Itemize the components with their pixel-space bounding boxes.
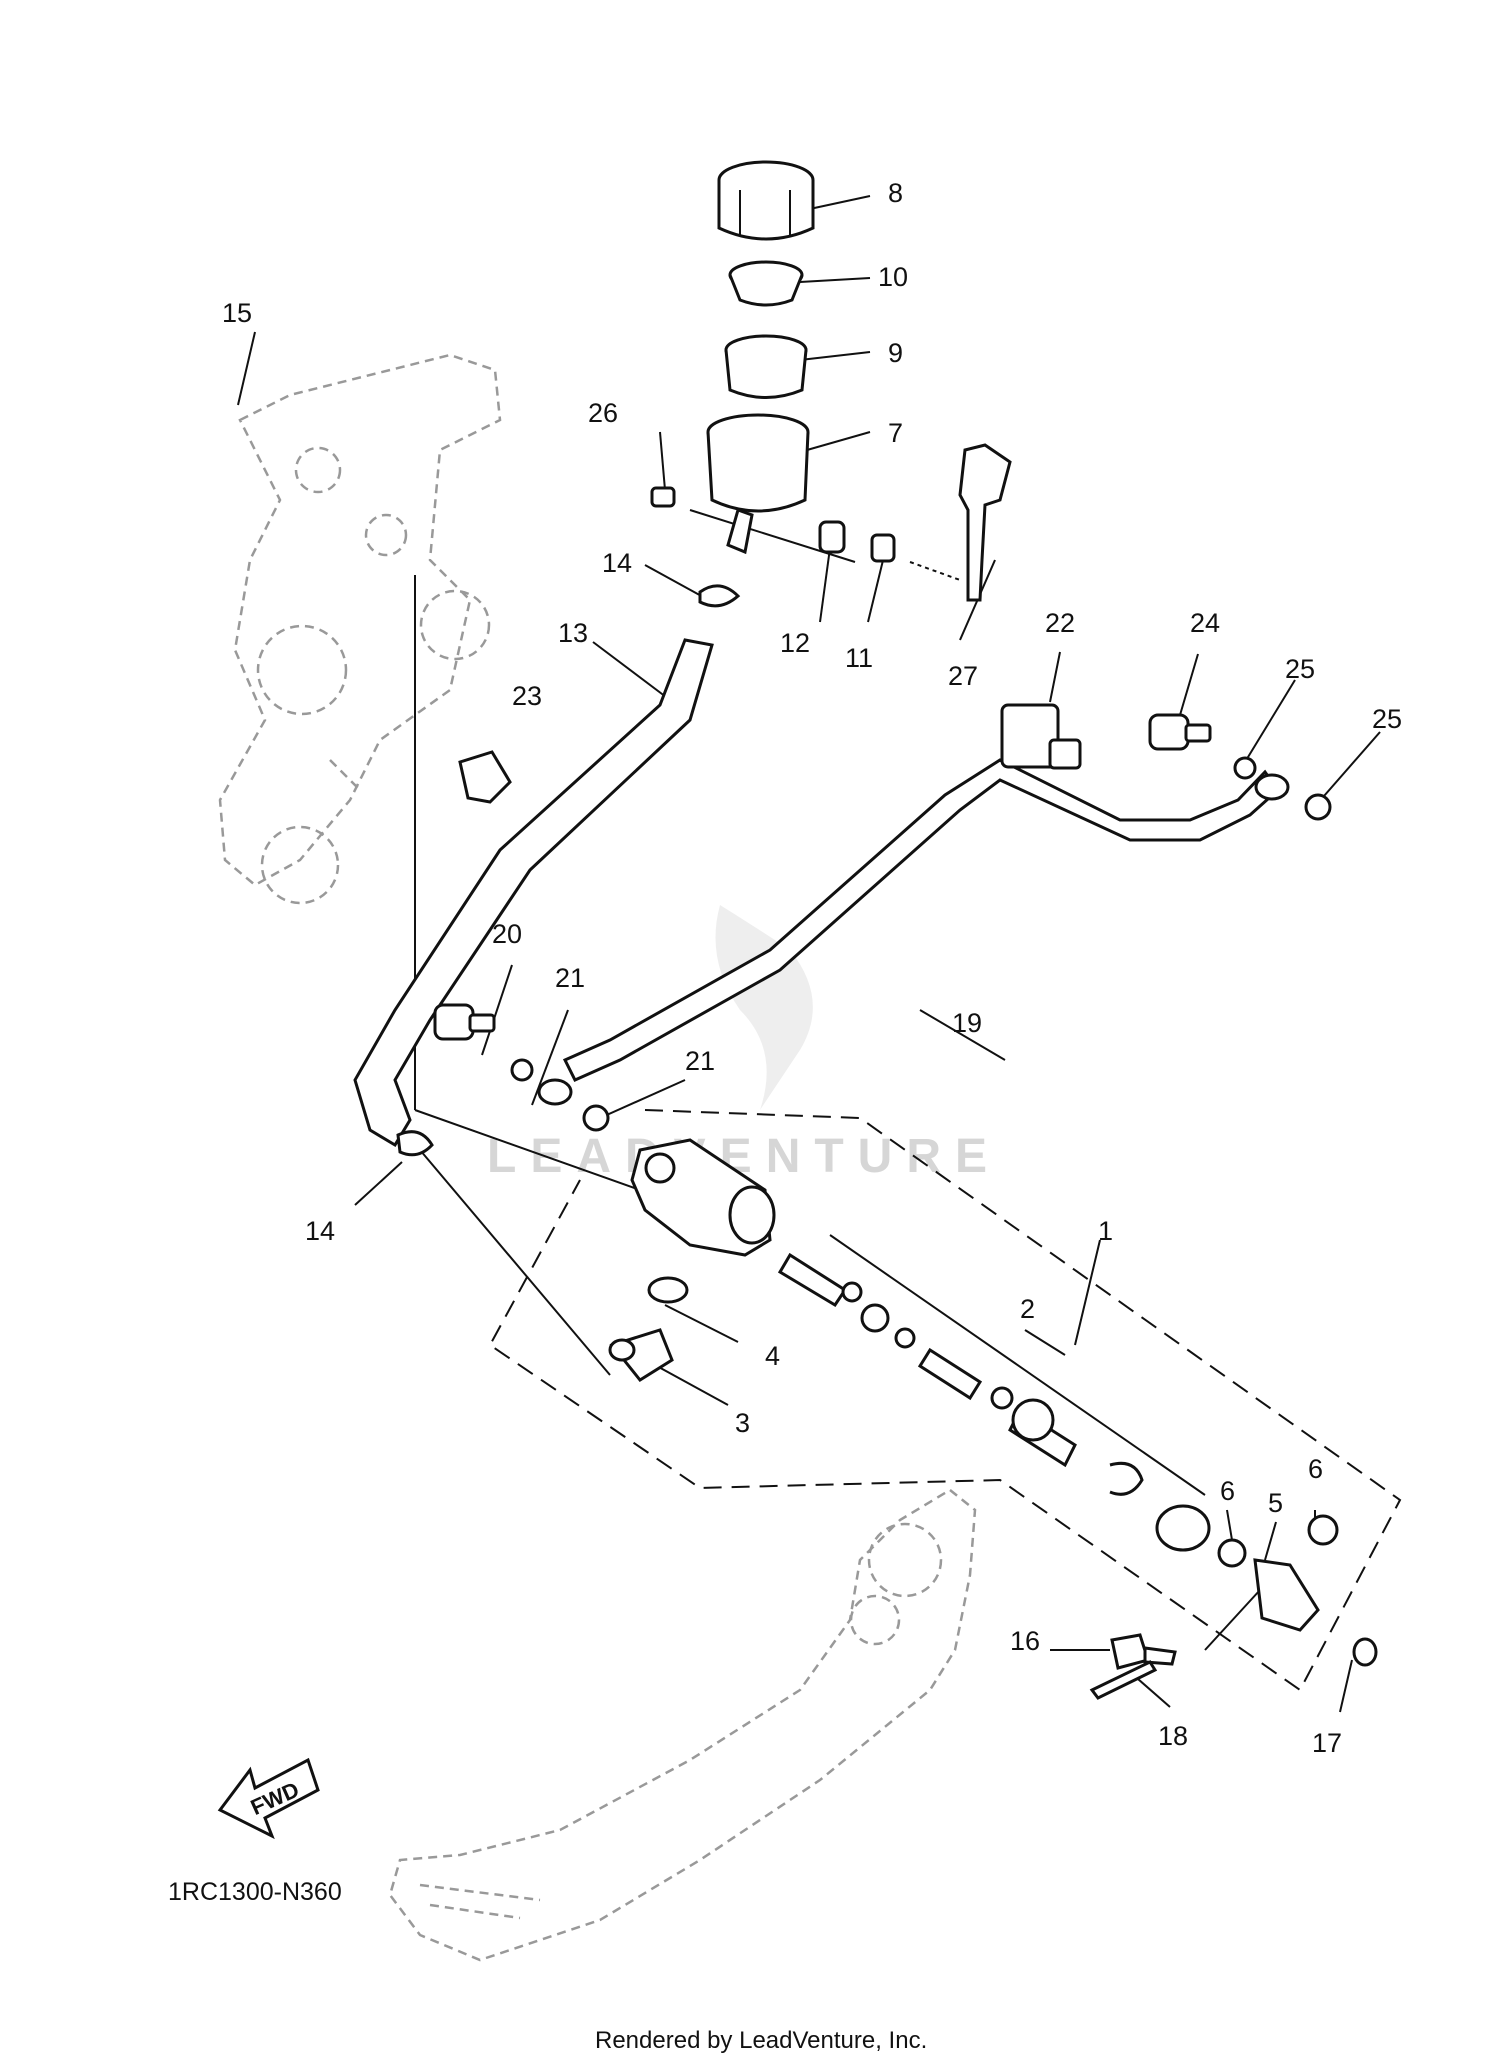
collar [818,520,846,554]
o-ring [647,1276,689,1304]
union-bolt-lower [433,1003,496,1041]
callout-label-6b: 6 [1308,1454,1323,1484]
assembly-boundary [488,1109,1402,1692]
reservoir-tank [706,413,810,555]
callout-label-23: 23 [512,681,542,711]
copper-washer-upper-2 [1304,793,1332,821]
cotter-pin [1089,1660,1158,1700]
nut-1 [1217,1538,1247,1568]
callout-label-9: 9 [888,338,903,368]
callout-label-16: 16 [1010,1626,1040,1656]
hose-holder [1000,703,1082,770]
hose-banjo-lower [537,1078,573,1106]
hose-clamp [458,750,512,804]
callout-label-8: 8 [888,178,903,208]
brake-pedal-outline [388,1488,977,1962]
hose-clip-lower [396,1130,434,1157]
plain-washer [1352,1637,1378,1667]
hose-joint [608,1328,674,1382]
reservoir-cap [717,160,815,241]
pin [1110,1633,1177,1670]
callout-label-18: 18 [1158,1721,1188,1751]
diaphragm-plate [728,260,804,307]
callout-label-19: 19 [952,1008,982,1038]
callout-label-27: 27 [948,661,978,691]
brake-hose [562,758,1281,1082]
reservoir-bracket [909,443,1012,602]
copper-washer-lower-1 [510,1058,534,1082]
callout-label-7: 7 [888,418,903,448]
reservoir-hose [353,638,714,1148]
master-cylinder-body [630,1138,776,1257]
callout-label-3: 3 [735,1408,750,1438]
callout-label-14b: 14 [305,1216,335,1246]
callout-label-20: 20 [492,919,522,949]
piston-kit [777,1252,1211,1552]
pedal-bracket-outline [218,353,502,905]
nut-2 [1307,1514,1339,1546]
callout-label-11: 11 [845,643,873,673]
callout-label-21b: 21 [685,1046,715,1076]
hose-banjo-upper [1254,773,1290,801]
union-bolt-upper [1148,713,1212,751]
fwd-arrow-icon: FWD [217,1757,320,1840]
callout-label-14a: 14 [602,548,632,578]
callout-label-25b: 25 [1372,704,1402,734]
callout-label-26: 26 [588,398,618,428]
copper-washer-lower-2 [582,1104,610,1132]
callout-label-21a: 21 [555,963,585,993]
callout-label-1: 1 [1098,1216,1113,1246]
hose-clip-upper [698,584,741,608]
callout-label-17: 17 [1312,1728,1342,1758]
grommet [870,533,896,563]
callout-label-13: 13 [558,618,588,648]
callout-label-24: 24 [1190,608,1220,638]
callout-label-15: 15 [222,298,252,328]
callout-label-5: 5 [1268,1488,1283,1518]
diagram-code: 1RC1300-N360 [168,1878,342,1906]
callout-label-6a: 6 [1220,1476,1235,1506]
callout-label-12: 12 [780,628,810,658]
reservoir-bolt [650,486,676,508]
callout-label-4: 4 [765,1341,780,1371]
callout-label-2: 2 [1020,1294,1035,1324]
callout-label-10: 10 [878,262,908,292]
callout-label-25a: 25 [1285,654,1315,684]
render-credit: Rendered by LeadVenture, Inc. [595,2027,927,2054]
leader-lines [237,195,1381,1713]
callout-label-22: 22 [1045,608,1075,638]
clevis [1253,1558,1320,1632]
copper-washer-upper-1 [1233,756,1257,780]
diaphragm [724,334,808,399]
